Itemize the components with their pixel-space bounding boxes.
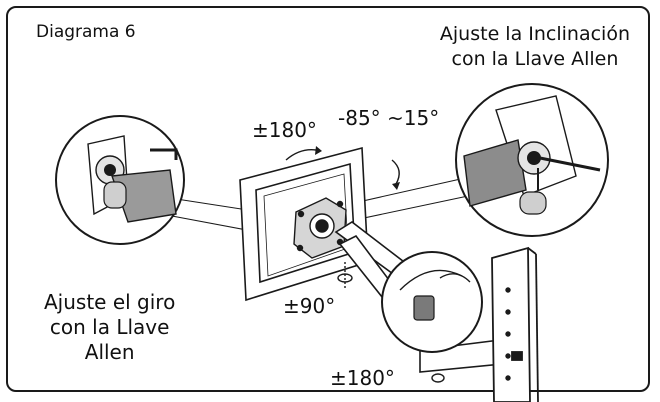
swivel-label-line1: Ajuste el giro <box>44 290 176 314</box>
tilt-label-line1: Ajuste la Inclinación <box>439 23 630 45</box>
arm <box>334 221 503 373</box>
rotation-bottom-label: ±180° <box>330 366 395 390</box>
tilt-label-line2: con la Llave Allen <box>451 47 619 70</box>
tilt-range-label: -85° ~15° <box>338 106 440 130</box>
diagram-title: Diagrama 6 <box>36 22 136 42</box>
rotation-arrows <box>285 146 445 383</box>
swivel-label-line2: con la Llave <box>49 315 170 339</box>
swivel-adjust-label: Ajuste el giro con la Llave Allen <box>44 290 175 365</box>
pole <box>491 246 539 402</box>
base-detail-circle <box>381 251 483 353</box>
pan-range-label: ±90° <box>283 294 336 318</box>
swivel-label-line3: Allen <box>84 340 135 364</box>
diagram-frame <box>6 6 650 392</box>
rotation-top-label: ±180° <box>252 118 317 142</box>
tilt-detail-circle <box>455 83 609 237</box>
swivel-detail-circle <box>55 115 185 245</box>
tilt-adjust-label: Ajuste la Inclinación con la Llave Allen <box>440 22 630 71</box>
